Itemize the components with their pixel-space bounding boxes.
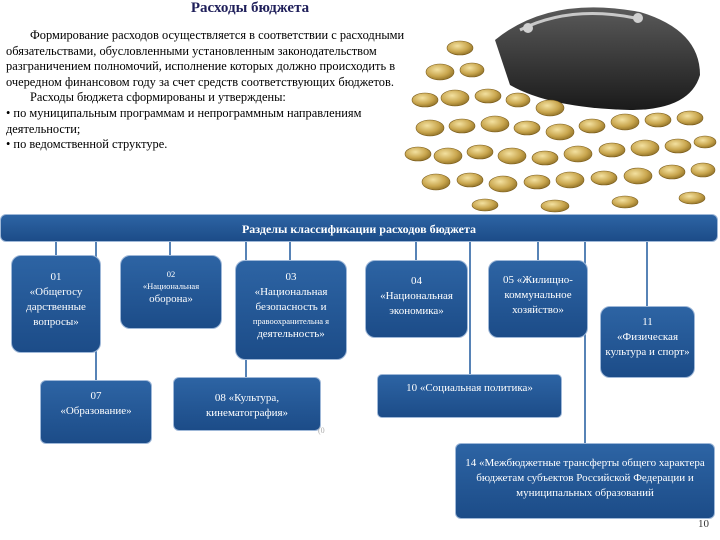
diagram-header: Разделы классификации расходов бюджета [0,214,718,242]
section-03-box: 03 «Национальная безопасность и правоохр… [235,260,347,360]
section-05-box: 05 «Жилищно-коммунальное хозяйство» [488,260,588,338]
stray-mark: (0 [318,426,325,435]
page-number: 10 [698,518,709,530]
section-02-box: 02 «Национальная оборона» [120,255,222,329]
section-07-box: 07 «Образование» [40,380,152,444]
section-04-label: «Национальная экономика» [380,290,453,317]
intro-bullet-1: • по муниципальным программам и непрогра… [6,105,362,136]
section-03-label-line3: деятельность» [257,328,325,340]
section-14-label: 14 «Межбюджетные трансферты общего харак… [465,457,705,499]
section-11-number: 11 [642,316,653,328]
section-02-label-line2: оборона» [149,293,193,305]
section-10-box: 10 «Социальная политика» [377,374,562,418]
section-08-label: 08 «Культура, кинематография» [205,392,289,419]
section-04-number: 04 [411,275,422,287]
section-04-box: 04 «Национальная экономика» [365,260,468,338]
section-10-label: 10 «Социальная политика» [406,382,533,394]
section-07-label: «Образование» [60,405,132,417]
coins-purse-image [404,7,717,213]
section-08-box: 08 «Культура, кинематография» [173,377,321,431]
section-01-box: 01 «Общегосу дарственные вопросы» [11,255,101,353]
section-05-label: 05 «Жилищно-коммунальное хозяйство» [503,274,573,316]
section-03-number: 03 [285,271,297,283]
page-title: Расходы бюджета [190,0,310,16]
section-02-number: 02 [166,269,176,279]
intro-bullet-2: • по ведомственной структуре. [6,137,168,152]
section-01-label: «Общегосу дарственные вопросы» [26,286,86,328]
section-11-box: 11 «Физическая культура и спорт» [600,306,695,378]
section-02-label-line1: «Национальная [142,281,200,291]
intro-text: Формирование расходов осуществляется в с… [6,28,426,153]
section-07-number: 07 [90,390,102,402]
section-03-label-line1: «Национальная безопасность и [254,286,328,313]
section-14-box: 14 «Межбюджетные трансферты общего харак… [455,443,715,519]
section-11-label: «Физическая культура и спорт» [605,331,690,358]
intro-paragraph-2: Расходы бюджета сформированы и утвержден… [30,90,286,105]
section-03-label-line2: правоохранительна я [252,316,330,326]
intro-paragraph-1: Формирование расходов осуществляется в с… [6,28,405,89]
section-01-number: 01 [50,271,62,283]
